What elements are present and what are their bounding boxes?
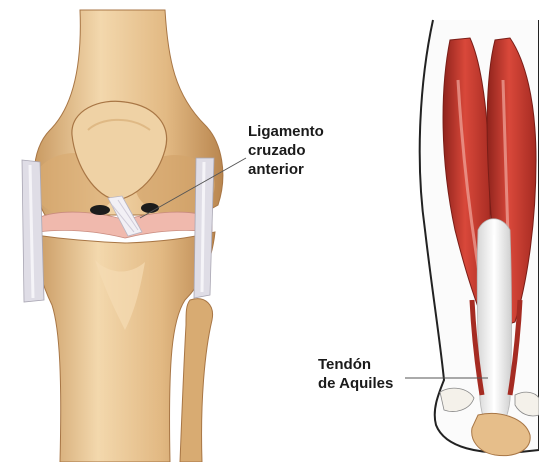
fibula — [180, 299, 213, 462]
knee-joint — [22, 10, 246, 462]
acl-label-line-2: cruzado — [248, 141, 324, 160]
acl-label-line-1: Ligamento — [248, 122, 324, 141]
achilles-label: Tendón de Aquiles — [318, 355, 393, 393]
achilles-label-line-2: de Aquiles — [318, 374, 393, 393]
acl-label-line-3: anterior — [248, 160, 324, 179]
calf-muscles — [405, 20, 539, 456]
achilles-label-line-1: Tendón — [318, 355, 393, 374]
acl-label: Ligamento cruzado anterior — [248, 122, 324, 179]
